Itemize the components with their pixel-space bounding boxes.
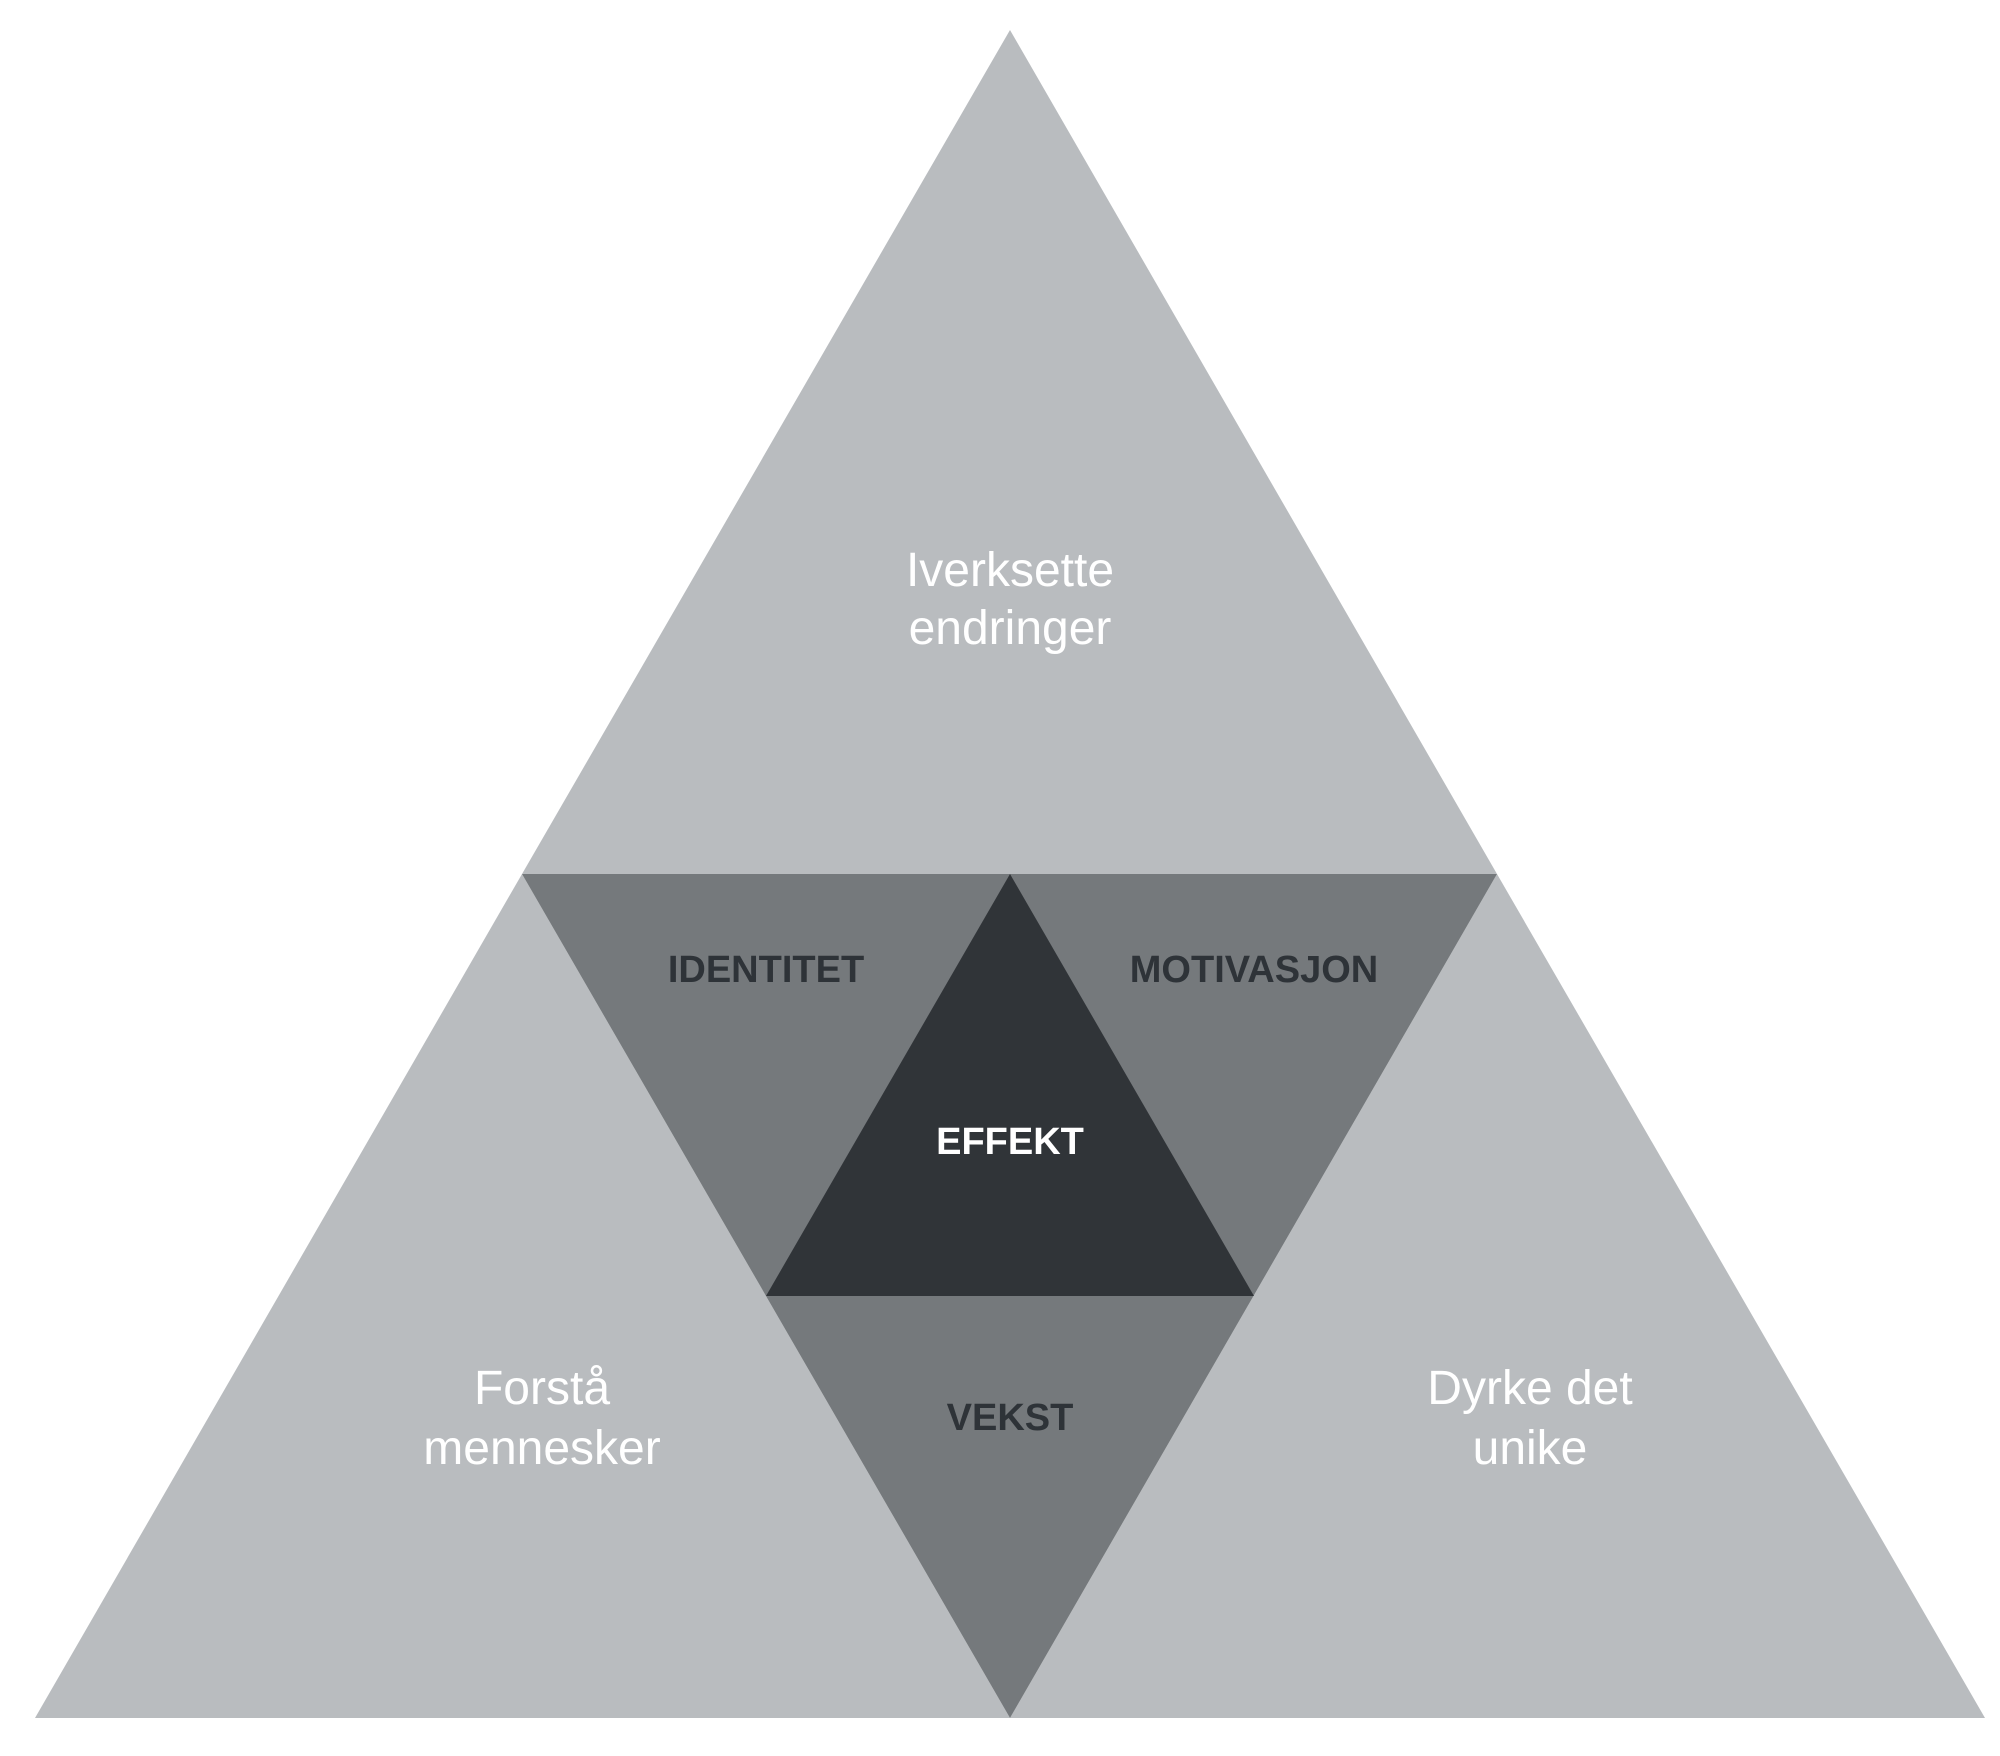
outer-triangle-top <box>522 30 1497 874</box>
label-right-line2: unike <box>1473 1422 1588 1475</box>
label-left-line2: mennesker <box>423 1422 660 1475</box>
outer-triangle-right <box>1010 874 1985 1718</box>
label-identitet: IDENTITET <box>668 949 864 991</box>
label-vekst: VEKST <box>947 1397 1074 1439</box>
label-top-line2: endringer <box>909 602 1112 655</box>
label-effekt: EFFEKT <box>936 1121 1084 1163</box>
label-top-line1: Iverksette <box>906 544 1114 597</box>
label-motivasjon: MOTIVASJON <box>1130 949 1378 991</box>
outer-triangle-left <box>35 874 1010 1718</box>
label-right-line1: Dyrke det <box>1427 1362 1632 1415</box>
center-triangle <box>766 874 1254 1296</box>
label-left-line1: Forstå <box>474 1362 610 1415</box>
